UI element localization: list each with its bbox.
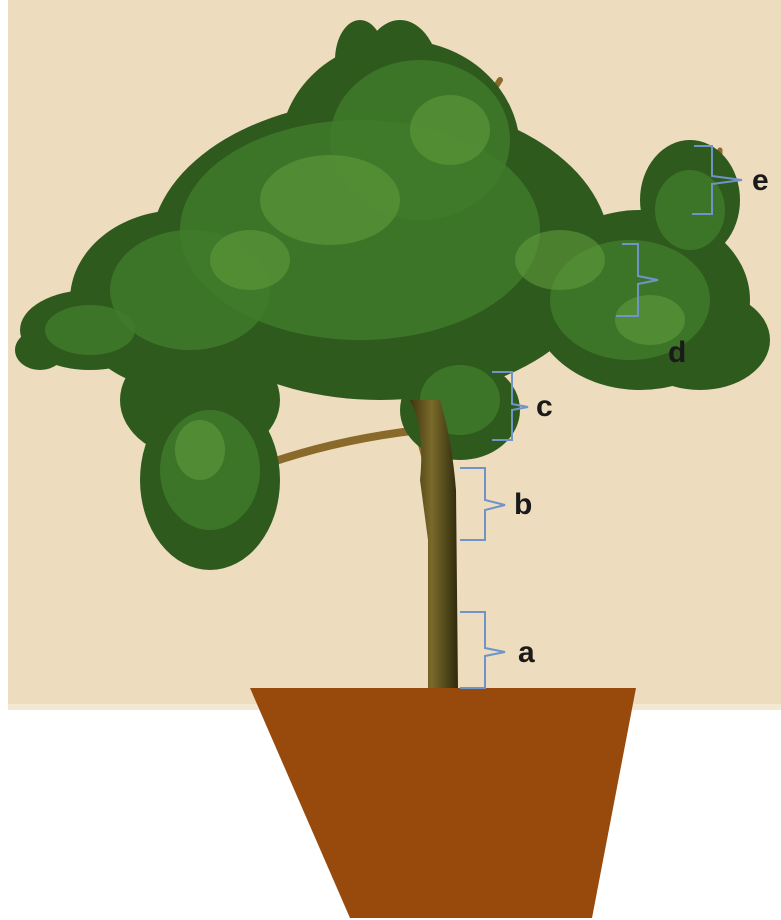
label-b: b [514,490,532,520]
label-a: a [518,638,535,668]
label-c: c [536,392,553,422]
label-e: e [752,166,769,196]
pot [250,688,636,918]
label-d: d [668,338,686,368]
